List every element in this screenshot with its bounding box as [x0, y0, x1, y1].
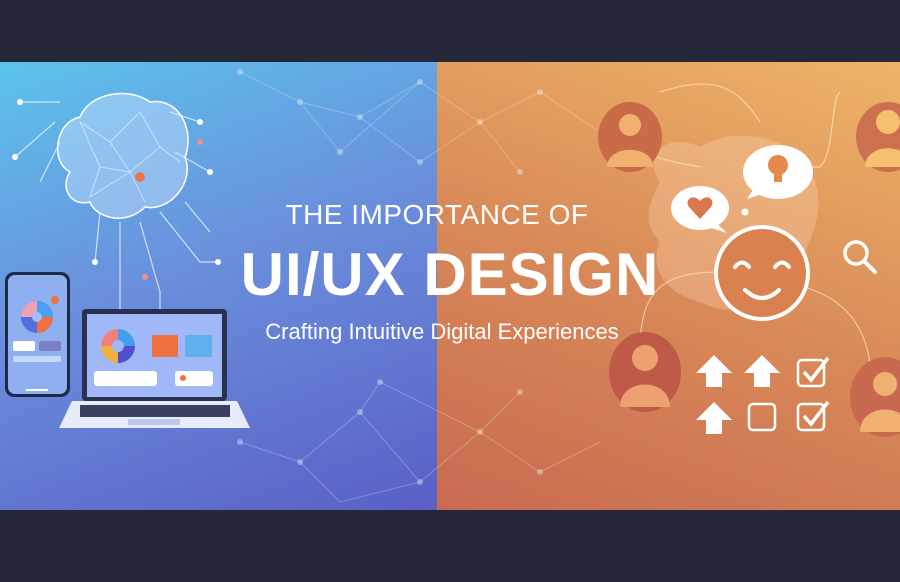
heart-bubble-icon: [671, 186, 729, 233]
user-avatar-icon: [850, 357, 900, 437]
smartphone-icon: [5, 272, 70, 397]
user-avatar-icon: [609, 332, 681, 412]
user-avatar-icon: [598, 102, 662, 172]
laptop-icon: [59, 309, 250, 428]
arrow-up-icon: [696, 355, 732, 387]
arrow-up-icon: [744, 355, 780, 387]
hero-banner: THE IMPORTANCE OF UI/UX DESIGN Crafting …: [0, 62, 900, 510]
checkbox-empty-icon: [747, 402, 777, 432]
arrow-up-icon: [696, 402, 732, 434]
user-experience-illustration: [598, 83, 900, 437]
user-avatar-icon: [856, 102, 900, 172]
main-title: UI/UX DESIGN: [240, 241, 660, 308]
network-lines: [237, 69, 601, 503]
blue-half-background: [0, 62, 437, 510]
title-line-1: THE IMPORTANCE OF: [285, 199, 589, 230]
orange-half-background: [437, 62, 900, 510]
brain-icon: [12, 92, 221, 312]
search-icon: [843, 240, 877, 274]
checkbox-checked-icon: [796, 402, 826, 432]
checkbox-checked-icon: [796, 358, 826, 388]
lightbulb-bubble-icon: [743, 145, 813, 199]
subtitle: Crafting Intuitive Digital Experiences: [265, 319, 619, 344]
smiley-face-icon: [714, 225, 810, 321]
